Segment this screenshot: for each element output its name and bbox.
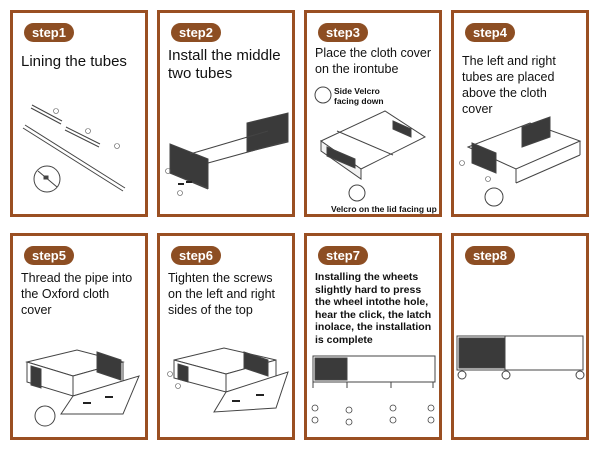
- step-card-7: step7 Installing the wheets slightly har…: [304, 233, 442, 440]
- side-tubes-illustration: [459, 116, 582, 207]
- step-badge: step6: [171, 246, 221, 265]
- step-caption: The left and right tubes are placed abov…: [462, 54, 556, 116]
- step-badge: step7: [318, 246, 368, 265]
- step-badge: step3: [318, 23, 368, 42]
- install-wheels-illustration: [311, 355, 436, 426]
- thread-pipe-illustration: [25, 349, 140, 427]
- step-badge: step1: [24, 23, 74, 42]
- step-badge: step4: [465, 23, 515, 42]
- step-card-5: step5 Thread the pipe into the Oxford cl…: [10, 233, 148, 440]
- note-lid-velcro: Velcro on the lid facing up: [331, 204, 437, 214]
- step-card-2: step2 Install the middle two tubes: [157, 10, 295, 217]
- step-badge: step8: [465, 246, 515, 265]
- step-card-3: step3 Place the cloth cover on the iront…: [304, 10, 442, 217]
- tighten-screws-illustration: [167, 347, 289, 413]
- finished-bed-illustration: [456, 335, 585, 380]
- tube-lineup-illustration: [22, 104, 126, 193]
- step-card-1: step1 Lining the tubes: [10, 10, 148, 217]
- step-card-6: step6 Tighten the screws on the left and…: [157, 233, 295, 440]
- step-card-4: step4 The left and right tubes are place…: [451, 10, 589, 217]
- cloth-cover-illustration: Side Velcro facing down Velcro on the li…: [314, 86, 437, 214]
- step-caption: Thread the pipe into the Oxford cloth co…: [21, 271, 133, 317]
- step-caption: Tighten the screws on the left and right…: [168, 271, 276, 317]
- step-caption: Installing the wheets slightly hard to p…: [315, 271, 432, 346]
- step-badge: step5: [24, 246, 74, 265]
- step-badge: step2: [171, 23, 221, 42]
- step-caption: Place the cloth cover on the irontube: [315, 46, 432, 76]
- note-side-velcro: Side Velcro facing down: [334, 86, 384, 106]
- middle-tubes-illustration: [165, 112, 289, 196]
- step-caption: Install the middle two tubes: [168, 47, 281, 82]
- step-card-8: step8: [451, 233, 589, 440]
- step-caption: Lining the tubes: [21, 53, 127, 70]
